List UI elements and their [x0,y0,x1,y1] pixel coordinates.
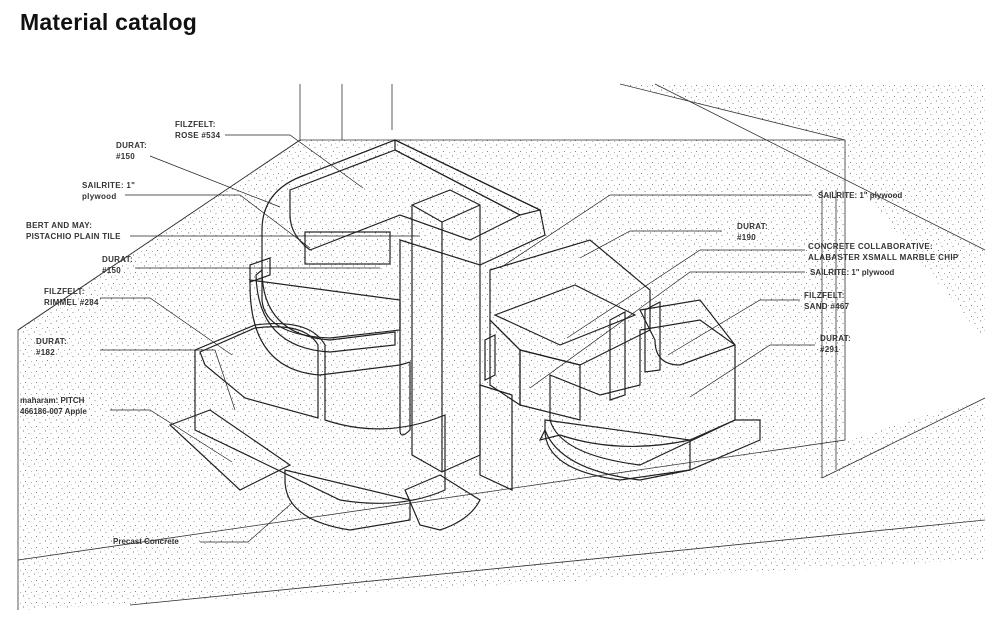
label-line: ALABASTER XSMALL MARBLE CHIP [808,253,959,262]
label-line: FILZFELT: [804,291,845,300]
label-precast-concrete: Precast Concrete [113,537,179,546]
leader-lines [100,134,815,543]
label-line: Precast Concrete [113,537,179,546]
center-module [489,239,651,421]
label-line: SAND #467 [804,302,850,311]
label-concrete-collaborative: CONCRETE COLLABORATIVE: ALABASTER XSMALL… [808,242,959,262]
label-line: DURAT: [36,337,67,346]
label-line: ROSE #534 [175,131,221,140]
label-line: plywood [82,192,117,201]
label-line: #190 [737,233,756,242]
label-line: DURAT: [820,334,851,343]
label-maharam-pitch: maharam: PITCH 466186-007 Apple [20,396,87,416]
label-line: FILZFELT: [44,287,85,296]
label-line: SAILRITE: 1" plywood [810,268,894,277]
label-line: RIMMEL #284 [44,298,99,307]
label-sailrite-a: SAILRITE: 1" plywood [82,181,135,201]
label-line: 466186-007 Apple [20,407,87,416]
label-durat-150-a: DURAT: #150 [116,141,147,161]
label-line: DURAT: [102,255,133,264]
label-line: FILZFELT: [175,120,216,129]
label-sailrite-c: SAILRITE: 1" plywood [810,268,894,277]
label-line: #150 [116,152,135,161]
label-line: #182 [36,348,55,357]
pink-booth [249,139,546,376]
label-line: SAILRITE: 1" [82,181,135,190]
label-sailrite-b: SAILRITE: 1" plywood [818,191,902,200]
label-filzfelt-rimmel: FILZFELT: RIMMEL #284 [44,287,99,307]
label-filzfelt-sand: FILZFELT: SAND #467 [804,291,850,311]
tan-booth [538,299,761,481]
page-title: Material catalog [20,9,198,35]
back-wall-stipple [619,83,986,340]
label-line: DURAT: [116,141,147,150]
label-line: #291 [820,345,839,354]
label-line: CONCRETE COLLABORATIVE: [808,242,933,251]
label-line: SAILRITE: 1" plywood [818,191,902,200]
label-line: maharam: PITCH [20,396,85,405]
label-line: PISTACHIO PLAIN TILE [26,232,121,241]
label-filzfelt-rose: FILZFELT: ROSE #534 [175,120,221,140]
label-durat-150-b: DURAT: #150 [102,255,133,275]
label-bert-and-may: BERT AND MAY: PISTACHIO PLAIN TILE [26,221,121,241]
label-durat-291: DURAT: #291 [820,334,851,354]
blue-booth [168,322,513,531]
label-durat-182: DURAT: #182 [36,337,67,357]
wall-edges [17,84,986,606]
yellow-bases [249,257,496,381]
label-line: #150 [102,266,121,275]
label-durat-190: DURAT: #190 [737,222,768,242]
floor-plane [17,139,985,610]
label-line: DURAT: [737,222,768,231]
label-line: BERT AND MAY: [26,221,92,230]
